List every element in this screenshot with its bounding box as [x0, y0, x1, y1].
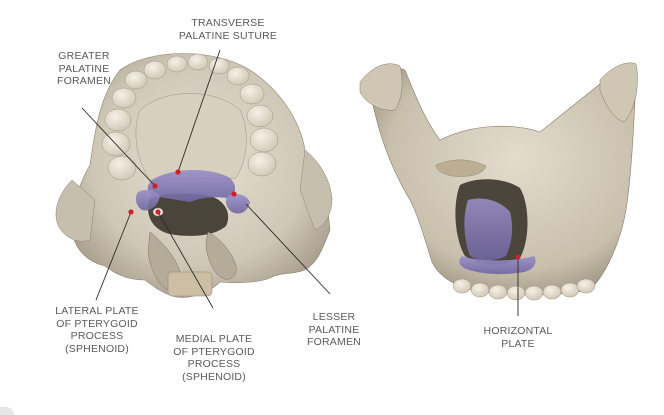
corner-fragment [0, 407, 14, 415]
label-line: OF PTERYGOID [173, 345, 255, 358]
hard-palate [135, 93, 247, 181]
label-line: FORAMEN [307, 336, 361, 348]
leader-medial-plate [157, 211, 214, 309]
label-lesser-palatine-foramen: LESSER PALATINE FORAMEN [302, 311, 366, 349]
label-line: PALATINE SUTURE [178, 29, 278, 42]
spongy-ridge [435, 159, 487, 177]
label-line: PLATE [501, 337, 535, 350]
palatine-wing-left [135, 189, 160, 211]
label-transverse-palatine-suture: TRANSVERSE PALATINE SUTURE [178, 17, 278, 42]
label-line: HORIZONTAL [483, 325, 553, 337]
upper-teeth-row-oblique [452, 278, 596, 301]
label-line: PROCESS [187, 358, 241, 370]
label-line: FORAMEN [57, 75, 111, 87]
marker-lateral-plate [128, 209, 134, 215]
label-line: (SPHENOID) [65, 342, 129, 355]
label-line: PROCESS [70, 330, 124, 342]
palatine-bone-left-view [147, 169, 236, 202]
label-lateral-plate-pterygoid: LATERAL PLATE OF PTERYGOID PROCESS (SPHE… [52, 305, 142, 355]
marker-lesser-foramen [231, 191, 237, 197]
label-line: TRANSVERSE [191, 17, 265, 29]
label-medial-plate-pterygoid: MEDIAL PLATE OF PTERYGOID PROCESS (SPHEN… [169, 333, 259, 383]
label-line: GREATER [58, 50, 110, 62]
point-markers [128, 169, 521, 260]
label-greater-palatine-foramen: GREATER PALATINE FORAMEN [52, 50, 116, 88]
marker-transverse-suture [175, 169, 181, 175]
leader-lesser-foramen [245, 203, 331, 295]
basi-occiput [167, 271, 213, 297]
choanae [148, 193, 229, 236]
greater-wing-left [359, 63, 403, 111]
palatine-wing-right [225, 194, 250, 214]
label-line: PALATINE [58, 62, 110, 75]
oblique-view-skull [359, 62, 638, 301]
marker-greater-foramen [152, 183, 158, 189]
inferior-view-skull [55, 53, 333, 298]
palatine-bone-right-view [464, 198, 513, 261]
label-line: LESSER [312, 311, 356, 323]
zygomatic-wing-left [55, 179, 96, 242]
zygomatic-wing-right [299, 149, 333, 231]
greater-wing-right [599, 62, 638, 123]
leader-transverse-suture [177, 49, 221, 173]
label-line: OF PTERYGOID [56, 317, 138, 330]
label-line: LATERAL PLATE [55, 305, 139, 317]
marker-horizontal-plate [515, 254, 521, 260]
marker-medial-plate [155, 209, 161, 215]
horizontal-plate-shape [459, 256, 536, 275]
label-line: MEDIAL PLATE [175, 333, 253, 345]
label-horizontal-plate: HORIZONTAL PLATE [478, 325, 558, 350]
label-line: (SPHENOID) [182, 370, 246, 383]
upper-dental-arch [101, 53, 279, 181]
leader-lines [81, 49, 519, 316]
label-line: PALATINE [308, 323, 360, 336]
leader-greater-foramen [81, 107, 156, 187]
leader-lateral-plate [95, 211, 132, 301]
pterygoid-region-right [205, 231, 237, 280]
